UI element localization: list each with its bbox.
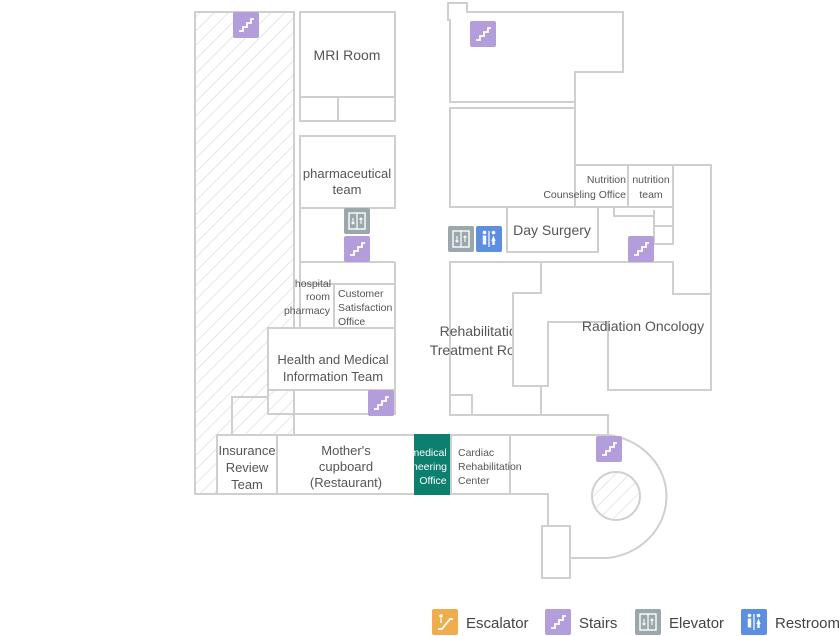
room-label-cust-2: Satisfaction (338, 302, 392, 314)
room-label-ins-2: Review (226, 460, 269, 475)
atrium-void (591, 471, 641, 521)
room-biomedical-engineering[interactable]: Biomedical Engineering Office (391, 434, 452, 495)
room-label-mother-3: (Restaurant) (310, 475, 382, 490)
room-label-mother-2: cupboard (319, 459, 373, 474)
room-label-radiation: Radiation Oncology (582, 318, 704, 334)
legend-label-escalator: Escalator (466, 615, 529, 632)
room-label-day-surgery: Day Surgery (513, 222, 591, 238)
room-cardiac-rehab[interactable]: Cardiac Rehabilitation Center (450, 434, 522, 495)
elevator-icon[interactable] (448, 226, 474, 252)
corridor-hatched (194, 11, 295, 495)
room-label-nutt-1: nutrition (632, 174, 670, 186)
room-label-cardiac-3: Center (458, 475, 490, 487)
stairs-icon[interactable] (233, 12, 259, 38)
room-label-rehab-2: Treatment Room (430, 342, 535, 358)
restroom-icon[interactable] (476, 226, 502, 252)
elevator-icon (635, 609, 661, 635)
room-label-rehab-1: Rehabilitation (440, 323, 525, 339)
room-health-medical-info[interactable]: Health and Medical Information Team (267, 327, 396, 391)
legend-item-escalator[interactable]: Escalator (432, 609, 529, 635)
room-label-hosp-3: pharmacy (284, 305, 331, 317)
room-label-cardiac-1: Cardiac (458, 447, 494, 459)
room-label-nutc-1: Nutrition (587, 174, 626, 186)
room-label-bio-3: Office (419, 475, 446, 487)
room-label-ins-3: Team (231, 477, 263, 492)
room-label-bio-2: Engineering (391, 461, 447, 473)
room-insurance-review[interactable]: Insurance Review Team (216, 434, 278, 495)
restroom-icon (741, 609, 767, 635)
room-hospital-pharmacy[interactable]: hospital room pharmacy (284, 278, 335, 329)
legend-label-elevator: Elevator (669, 615, 724, 632)
stairs-icon[interactable] (344, 236, 370, 262)
room-label-hosp-1: hospital (295, 278, 331, 290)
stairs-icon[interactable] (596, 436, 622, 462)
room-day-surgery[interactable]: Day Surgery (506, 206, 599, 253)
room-label-ins-1: Insurance (218, 443, 275, 458)
room-label-mother-1: Mother's (321, 443, 371, 458)
room-pharmaceutical-team[interactable]: pharmaceutical team (299, 135, 396, 209)
room-label-mri: MRI Room (314, 47, 381, 63)
stairs-icon[interactable] (628, 236, 654, 262)
stairs-icon[interactable] (470, 21, 496, 47)
legend-item-elevator[interactable]: Elevator (635, 609, 724, 635)
escalator-icon (432, 609, 458, 635)
room-label-cardiac-2: Rehabilitation (458, 461, 522, 473)
room-label-cust-3: Office (338, 316, 365, 328)
legend: Escalator Stairs Elevator Restroom (432, 609, 840, 635)
room-label-bio-1: Biomedical (395, 447, 446, 459)
room-label-health-1: Health and Medical (277, 352, 388, 367)
elevator-icon[interactable] (344, 208, 370, 234)
legend-item-restroom[interactable]: Restroom (741, 609, 840, 635)
room-label-cust-1: Customer (338, 288, 384, 300)
room-nutrition-team[interactable]: nutrition team (627, 164, 674, 208)
room-customer-satisfaction[interactable]: Customer Satisfaction Office (333, 283, 396, 329)
legend-label-restroom: Restroom (775, 615, 840, 632)
room-mri[interactable]: MRI Room (299, 11, 396, 122)
legend-item-stairs[interactable]: Stairs (545, 609, 617, 635)
room-label-nutc-2: Counseling Office (543, 189, 626, 201)
stairs-icon[interactable] (368, 390, 394, 416)
room-label-health-2: Information Team (283, 369, 383, 384)
stairs-icon (545, 609, 571, 635)
room-nutrition-counseling[interactable]: Nutrition Counseling Office (543, 164, 629, 208)
room-label-pharma-1: pharmaceutical (303, 166, 391, 181)
room-rehabilitation-treatment[interactable]: Rehabilitation Treatment Room (430, 261, 542, 416)
room-radiation-oncology[interactable]: Radiation Oncology (512, 261, 712, 391)
legend-label-stairs: Stairs (579, 615, 617, 632)
room-mothers-cupboard[interactable]: Mother's cupboard (Restaurant) (276, 434, 416, 495)
room-label-nutt-2: team (639, 189, 663, 201)
room-label-hosp-2: room (306, 291, 330, 303)
room-label-pharma-2: team (333, 182, 362, 197)
